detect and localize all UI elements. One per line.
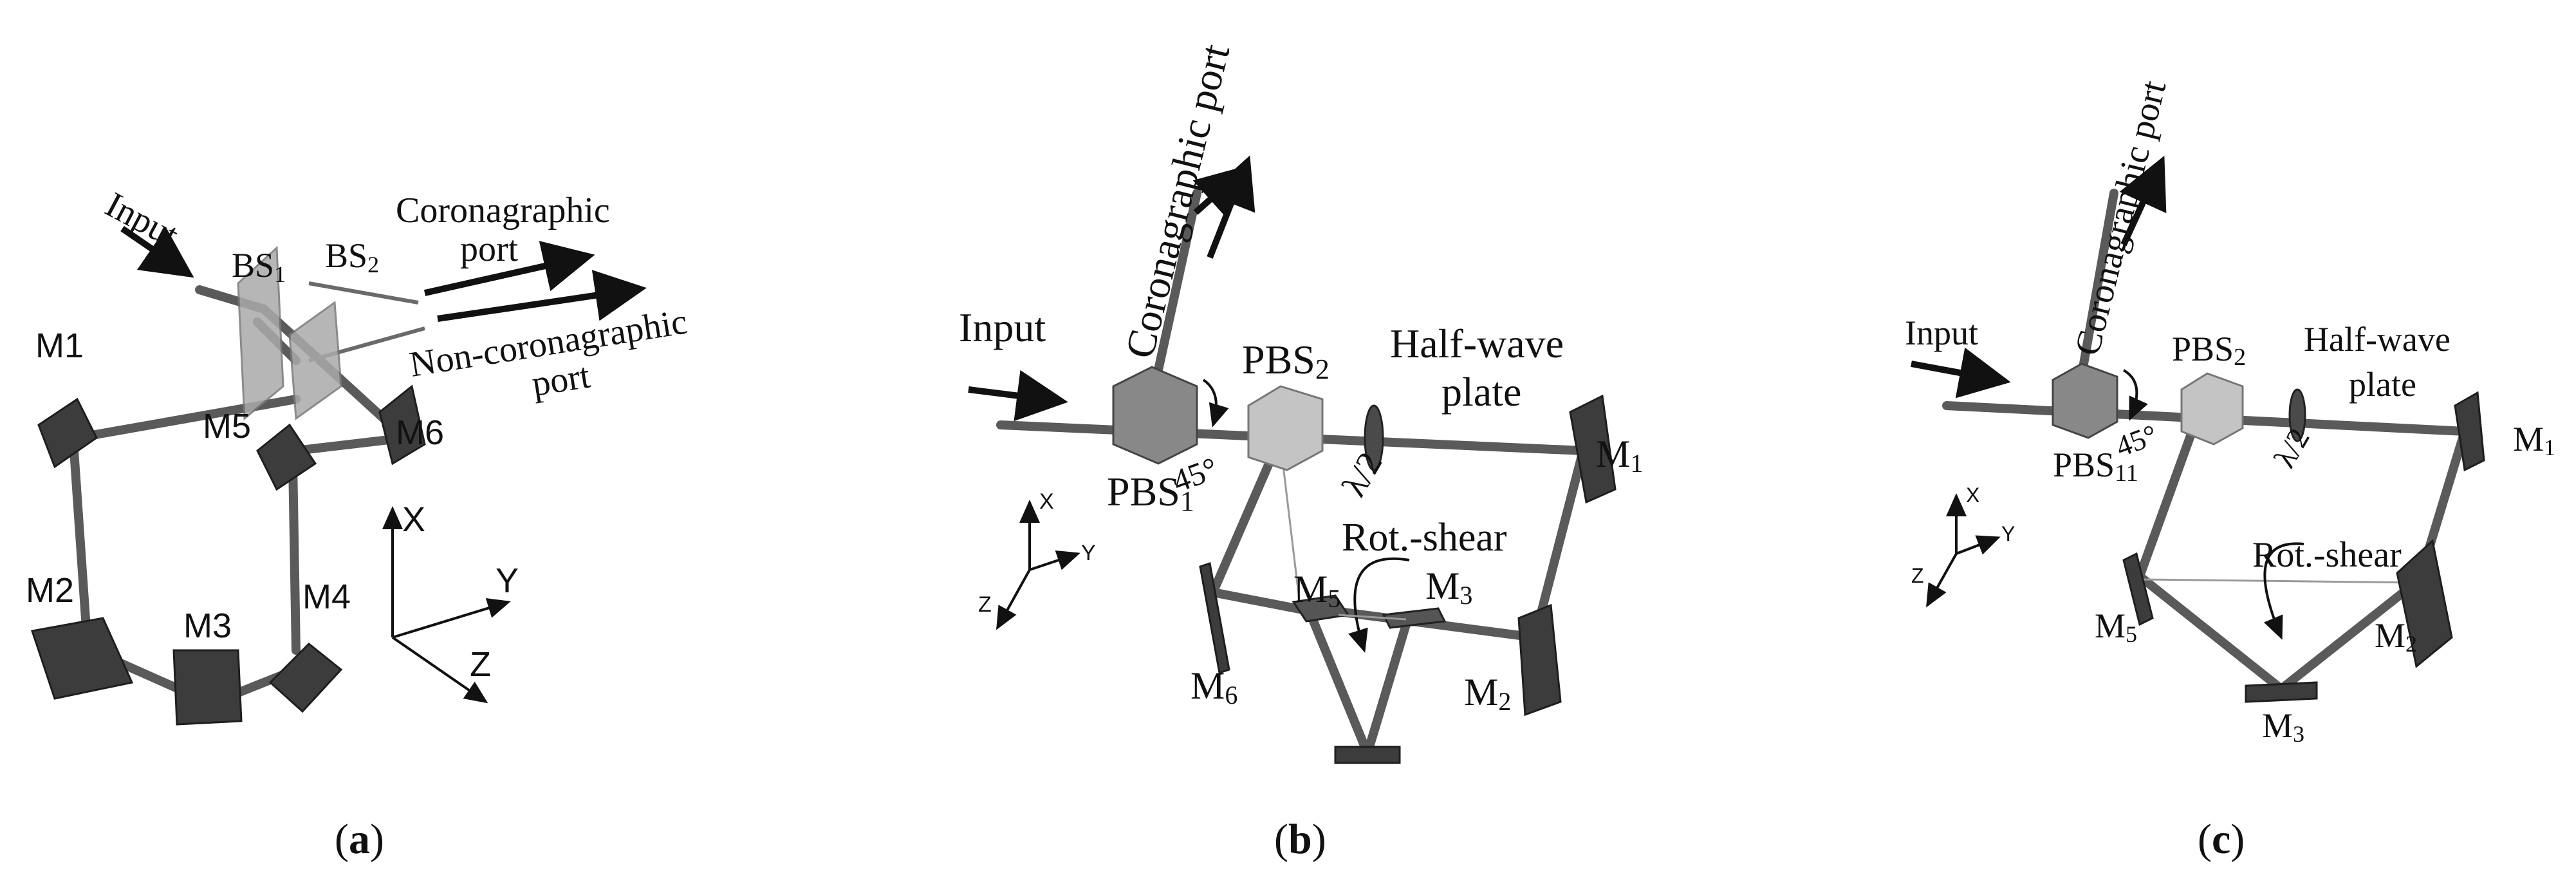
panel-a-mirror-m4 (268, 642, 343, 713)
panel-b-pbs2-cube (1247, 385, 1324, 471)
panel-a-m2-label: M2 (26, 571, 74, 610)
panel-c-lambda-label: λ/2 (2268, 423, 2317, 474)
panel-a-m4-label: M4 (302, 578, 351, 616)
panel-b-axes: X Y Z (978, 489, 1096, 630)
panel-c-caption: (c) (2198, 816, 2245, 863)
panel-a-mirror-m6 (378, 384, 426, 466)
panel-a-mirror-m1 (37, 397, 98, 469)
panel-c-input-arrow (1911, 347, 2011, 399)
panel-b-halfwave-label-1: Half-wave (1390, 321, 1564, 366)
panel-b-input-arrow (968, 370, 1068, 422)
panel-a: Input BS1 BS2 Coronagraphic port Non-cor… (26, 185, 690, 863)
panel-a-input-arrow (120, 225, 194, 278)
panel-c-input-label: Input (1905, 314, 1978, 352)
panel-c-mirror-m3 (2245, 681, 2318, 703)
panel-b-axis-y-label: Y (1081, 541, 1096, 565)
panel-b-axis-x-label: X (1039, 489, 1054, 514)
panel-a-coronagraphic-label-2: port (460, 229, 519, 269)
panel-b-axis-z-label: Z (978, 592, 992, 617)
panel-c-rot-shear-arc (2263, 542, 2304, 640)
panel-b-rot-shear-axis (1338, 614, 1407, 621)
panel-a-axis-y-label: Y (496, 561, 519, 600)
panel-b-mirror-m3 (1382, 607, 1447, 629)
panel-a-mirror-m2 (31, 617, 134, 700)
panel-c-mirror-m5 (2122, 552, 2154, 626)
panel-a-axis-z-label: Z (470, 645, 491, 684)
panel-c-coronagraphic-port-label: Coronagraphic port (2067, 77, 2174, 359)
panel-a-m3-label: M3 (183, 607, 232, 645)
panel-a-caption: (a) (335, 816, 384, 863)
panel-b-pbs1-rotation-arc (1202, 379, 1229, 428)
panel-c-axis-z-label: Z (1911, 564, 1924, 587)
panel-c: Input Coronagraphic port PBS2 Half-wave … (1905, 77, 2555, 863)
panel-b-coronagraphic-port-label: Coronagraphic port (1117, 39, 1239, 362)
panel-a-mirror-m5 (256, 423, 317, 491)
panel-a-mirror-m3 (172, 649, 243, 726)
panel-c-pbs1-cube (2052, 362, 2118, 439)
panel-b-m2-label: M2 (1464, 671, 1511, 716)
panel-b-mirror-m6 (1199, 562, 1230, 674)
panel-b-m5-label: M5 (1293, 568, 1340, 613)
panel-a-coronagraphic-label-1: Coronagraphic (396, 191, 610, 230)
panel-a-bs2-plate (288, 301, 342, 420)
panel-b-mirror-m4 (1334, 746, 1401, 764)
panel-c-m5-label: M5 (2095, 607, 2137, 647)
panel-b-beams (996, 189, 1588, 758)
panel-c-rot-shear-label: Rot.-shear (2252, 535, 2402, 575)
panel-c-angle-label: 45° (2111, 418, 2162, 463)
panel-b-rot-shear-arc (1348, 557, 1410, 653)
panel-c-coronagraphic-arrow (2119, 155, 2167, 247)
panel-b-m1-label: M1 (1596, 433, 1643, 478)
panel-c-mirror-m1 (2454, 391, 2485, 472)
panel-a-axis-x-label: X (402, 500, 425, 539)
panel-c-m1-label: M1 (2513, 420, 2555, 460)
panel-b-m6-label: M6 (1191, 664, 1237, 710)
panel-b-rot-shear-label: Rot.-shear (1342, 516, 1507, 560)
panel-c-halfwave-label-1: Half-wave (2304, 320, 2451, 359)
panel-a-coronagraphic-arrow (423, 241, 595, 296)
panel-b: Input Coronagraphic port PBS2 Half-wave … (959, 39, 1643, 863)
panel-a-noncoronagraphic-label-2: port (529, 355, 593, 404)
panel-b-caption: (b) (1274, 816, 1326, 863)
panel-a-bs2-label: BS2 (325, 236, 379, 277)
panel-a-m1-label: M1 (35, 326, 84, 365)
panel-c-beams (1942, 189, 2469, 693)
panel-a-noncoronagraphic-arrow (437, 270, 647, 322)
panel-c-halfwave-label-2: plate (2349, 365, 2416, 404)
panel-b-half-wave-plate (1364, 404, 1384, 471)
panel-c-m3-label: M3 (2262, 706, 2304, 747)
panel-b-halfwave-label-2: plate (1441, 369, 1521, 415)
panel-a-m5-label: M5 (203, 407, 251, 446)
panel-a-axes: X Y Z (382, 500, 519, 704)
panel-b-input-label: Input (959, 305, 1046, 350)
panel-c-axes: X Y Z (1911, 484, 2015, 608)
panel-b-m3-label: M3 (1425, 565, 1472, 610)
panel-c-pbs2-label: PBS2 (2172, 330, 2246, 371)
panel-c-axis-x-label: X (1966, 484, 1979, 507)
panel-c-half-wave-plate (2288, 388, 2306, 442)
panel-b-pbs2-label: PBS2 (1242, 337, 1330, 385)
panel-c-m2-label: M2 (2375, 616, 2417, 657)
panel-b-pbs1-cube (1112, 366, 1198, 465)
panel-c-pbs2-cube (2180, 372, 2244, 446)
panel-c-axis-y-label: Y (2001, 522, 2015, 545)
panel-a-bs1-label: BS1 (232, 246, 286, 287)
panel-c-mirror-m2 (2396, 539, 2453, 668)
panel-b-mirror-m2 (1517, 603, 1562, 717)
panel-b-pbs1-label: PBS1 (1107, 469, 1194, 517)
panel-a-m6-label: M6 (396, 413, 444, 452)
panel-b-mirror-m1 (1569, 394, 1617, 504)
panel-c-pbs1-label: PBS11 (2053, 446, 2138, 487)
panel-b-coronagraphic-arrow-main (1207, 155, 1256, 259)
panel-a-bs1-plate (237, 245, 284, 421)
panel-c-pbs1-rotation-arc (2122, 369, 2148, 421)
